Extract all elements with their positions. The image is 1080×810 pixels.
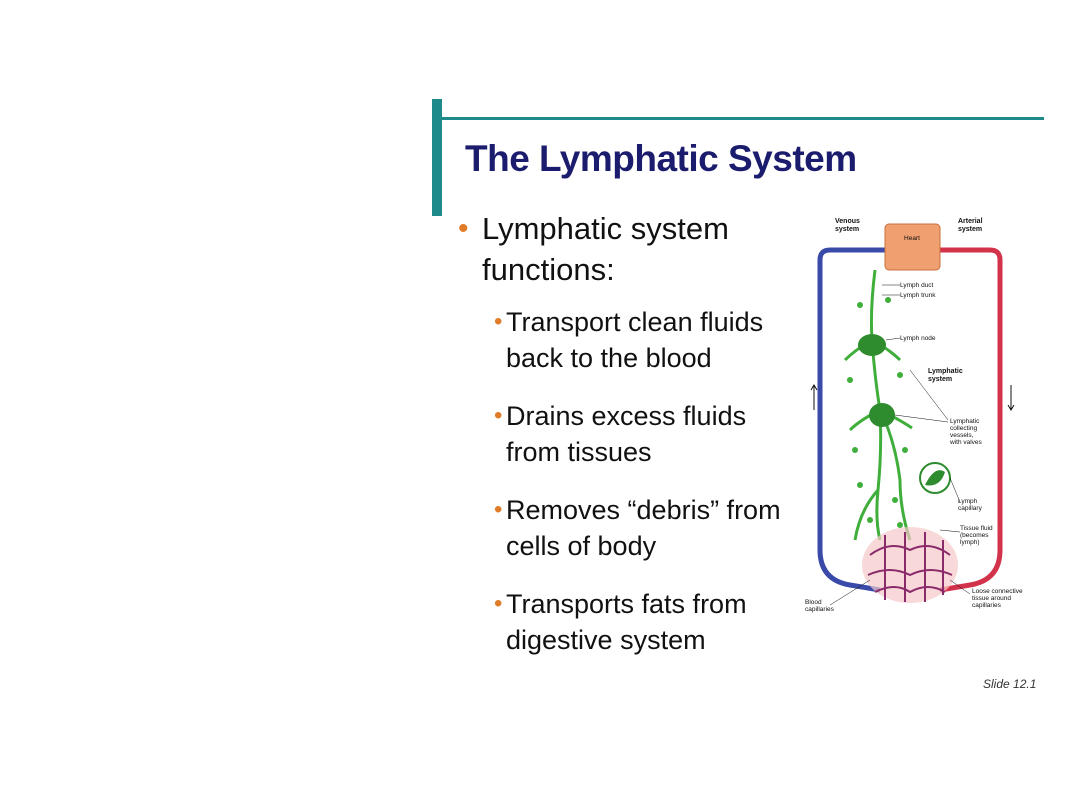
lymph-capillary-label: Lymph capillary — [958, 498, 983, 512]
lymph-duct-label: Lymph duct — [900, 282, 934, 289]
leader-lines — [829, 284, 971, 606]
sub-bullet-text: Drains excess fluids from tissues — [506, 401, 747, 467]
slide-title: The Lymphatic System — [465, 138, 857, 179]
lymphatic-diagram: Heart — [800, 210, 1045, 630]
lymph-node-upper — [858, 334, 886, 356]
sub-bullet: • Transport clean fluids back to the blo… — [482, 304, 803, 376]
bullet-dot-icon: • — [494, 308, 503, 335]
bullet-dot-icon: • — [494, 496, 503, 523]
sub-bullet-text: Transport clean fluids back to the blood — [506, 307, 764, 373]
sub-bullet: • Transports fats from digestive system — [482, 586, 803, 658]
accent-line — [442, 117, 1044, 120]
arterial-label: Arterial system — [958, 218, 984, 233]
sub-bullet-text: Transports fats from digestive system — [506, 589, 747, 655]
venous-label: Venous system — [835, 218, 862, 233]
main-bullet-text: Lymphatic system functions: — [482, 211, 729, 287]
venous-vessel — [817, 247, 885, 593]
sub-bullet: • Removes “debris” from cells of body — [482, 492, 803, 564]
arterial-vessel — [939, 247, 1003, 593]
sub-bullet-text: Removes “debris” from cells of body — [506, 495, 781, 561]
sub-bullet-list: • Transport clean fluids back to the blo… — [458, 304, 803, 658]
capillary-network — [867, 532, 953, 602]
lymph-branches — [847, 297, 908, 528]
up-arrow-icon — [810, 384, 818, 410]
lymph-node-lower — [869, 403, 895, 427]
bullet-dot-icon: • — [458, 212, 469, 245]
sub-bullet: • Drains excess fluids from tissues — [482, 398, 803, 470]
main-bullet: • Lymphatic system functions: — [458, 208, 803, 290]
heart-shape — [884, 223, 941, 271]
bullet-dot-icon: • — [494, 590, 503, 617]
accent-bar — [432, 99, 442, 216]
lymph-capillary-detail — [925, 470, 945, 486]
blood-capillaries-label: Blood capillaries — [805, 599, 835, 613]
slide-number: Slide 12.1 — [983, 677, 1037, 691]
loose-connective-label: Loose connective tissue around capillari… — [972, 588, 1024, 609]
down-arrow-icon — [1007, 385, 1015, 411]
collecting-vessels-label: Lymphatic collecting vessels, with valve… — [949, 418, 983, 446]
bullet-dot-icon: • — [494, 402, 503, 429]
tissue-fluid-label: Tissue fluid (becomes lymph) — [960, 525, 994, 546]
heart-label: Heart — [904, 235, 920, 242]
lymph-trunk-label: Lymph trunk — [900, 292, 936, 299]
lymphatic-system-label: Lymphatic system — [928, 368, 965, 383]
lymph-node-label: Lymph node — [900, 335, 936, 342]
bullet-list: • Lymphatic system functions: • Transpor… — [458, 208, 803, 680]
lymphatic-diagram-svg: Heart — [805, 218, 1024, 613]
